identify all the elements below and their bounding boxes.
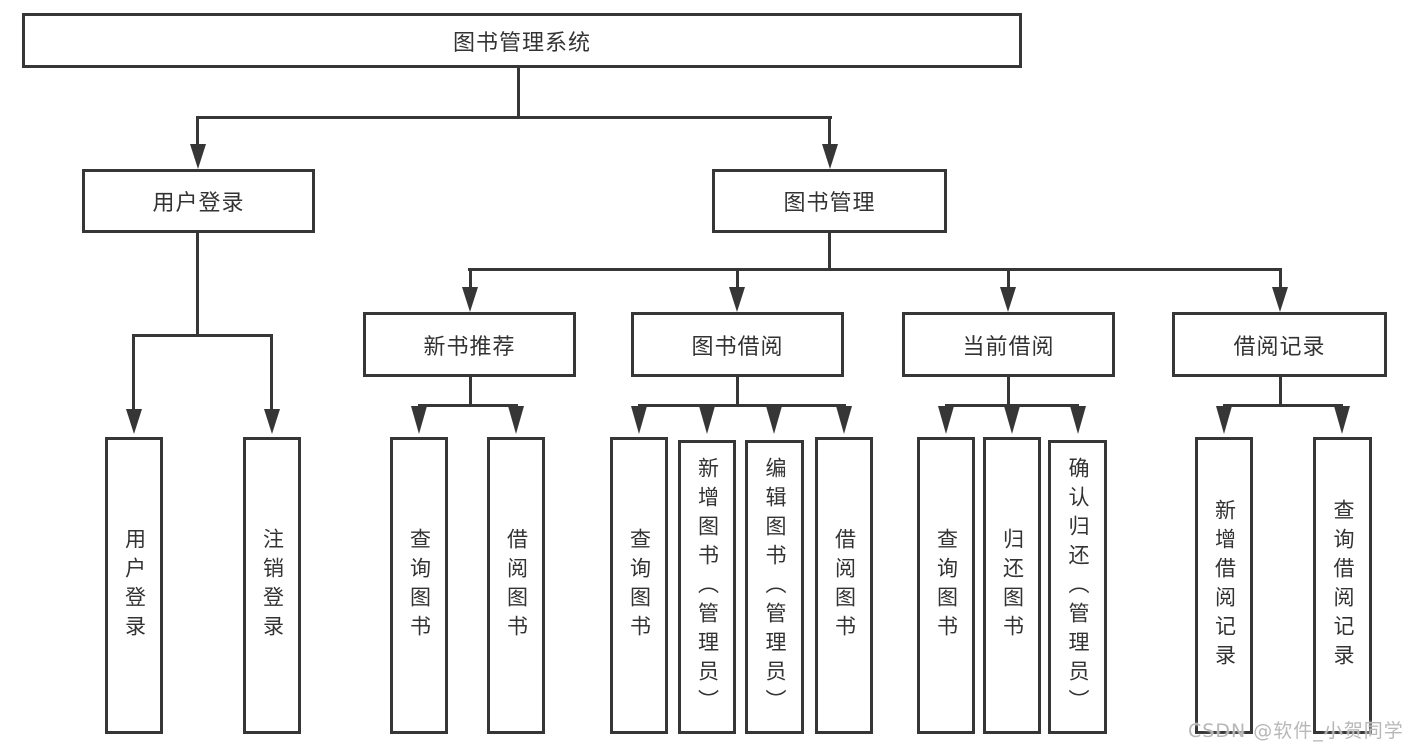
node-new-book-recommend: 新书推荐: [363, 312, 576, 377]
node-book-management: 图书管理: [712, 169, 947, 233]
leaf-m4-add-borrow-record: 新增借阅记录: [1195, 437, 1253, 734]
arrowhead-leaf-m3-2: [1004, 406, 1020, 434]
leaf-m1-borrow-books: 借阅图书: [487, 437, 545, 734]
connector-login-stem: [196, 233, 199, 337]
connector-bar-module-1: [418, 404, 518, 407]
connector-drop-bookmgmt: [828, 116, 831, 146]
arrowhead-leaf-m4-2: [1334, 406, 1350, 434]
connector-root-stem: [517, 68, 520, 119]
leaf-m1-query-books: 查询图书: [390, 437, 448, 734]
node-borrow-records: 借阅记录: [1172, 312, 1387, 377]
connector-bar-module-3: [945, 404, 1079, 407]
arrowhead-leaf-m3-1: [938, 406, 954, 434]
connector-mgmt-stem: [828, 233, 831, 271]
arrowhead-leaf-m3-3: [1070, 406, 1086, 434]
leaf-logout: 注销登录: [243, 437, 301, 734]
connector-stem-module-3: [1007, 377, 1010, 406]
arrowhead-module-2: [729, 287, 745, 312]
connector-drop-module-1: [469, 268, 472, 290]
node-root: 图书管理系统: [22, 13, 1022, 68]
connector-stem-module-1: [469, 377, 472, 406]
leaf-m3-return-books: 归还图书: [983, 437, 1041, 734]
connector-l1-bar: [196, 116, 832, 119]
leaf-m2-add-books-admin: 新增图书（管理员）: [678, 440, 736, 734]
arrowhead-login-leaf-1: [126, 409, 142, 434]
arrowhead-leaf-m1-1: [411, 406, 427, 434]
leaf-m2-query-books: 查询图书: [610, 437, 668, 734]
csdn-watermark: CSDN @软件_小贺同学: [1188, 720, 1404, 742]
connector-bar-module-4: [1223, 404, 1343, 407]
leaf-m4-query-borrow-record: 查询借阅记录: [1313, 437, 1372, 734]
arrowhead-leaf-m2-3: [766, 406, 782, 434]
connector-login-drop-2: [270, 334, 273, 411]
arrowhead-module-4: [1272, 287, 1288, 312]
connector-stem-module-2: [736, 377, 739, 406]
leaf-m3-query-books: 查询图书: [917, 437, 975, 734]
connector-login-drop-1: [132, 334, 135, 411]
connector-drop-module-4: [1279, 268, 1282, 290]
arrowhead-leaf-m4-1: [1216, 406, 1232, 434]
arrowhead-leaf-m2-1: [631, 406, 647, 434]
arrowhead-login: [190, 144, 206, 169]
leaf-user-login: 用户登录: [105, 437, 163, 734]
connector-drop-login: [196, 116, 199, 146]
node-current-borrow: 当前借阅: [902, 312, 1115, 377]
arrowhead-bookmgmt: [822, 144, 838, 169]
arrowhead-module-1: [462, 287, 478, 312]
connector-l3-bar: [468, 268, 1282, 271]
arrowhead-leaf-m1-2: [508, 406, 524, 434]
connector-login-bar: [132, 334, 273, 337]
arrowhead-module-3: [1000, 287, 1016, 312]
connector-drop-module-3: [1007, 268, 1010, 290]
arrowhead-leaf-m2-4: [836, 406, 852, 434]
connector-drop-module-2: [736, 268, 739, 290]
node-user-login: 用户登录: [82, 169, 315, 233]
node-book-borrow: 图书借阅: [631, 312, 844, 377]
leaf-m3-confirm-return-admin: 确认归还（管理员）: [1048, 440, 1107, 734]
connector-stem-module-4: [1279, 377, 1282, 406]
arrowhead-leaf-m2-2: [699, 406, 715, 434]
leaf-m2-borrow-books: 借阅图书: [815, 437, 873, 734]
leaf-m2-edit-books-admin: 编辑图书（管理员）: [745, 440, 804, 734]
arrowhead-login-leaf-2: [264, 409, 280, 434]
connector-bar-module-2: [638, 404, 846, 407]
